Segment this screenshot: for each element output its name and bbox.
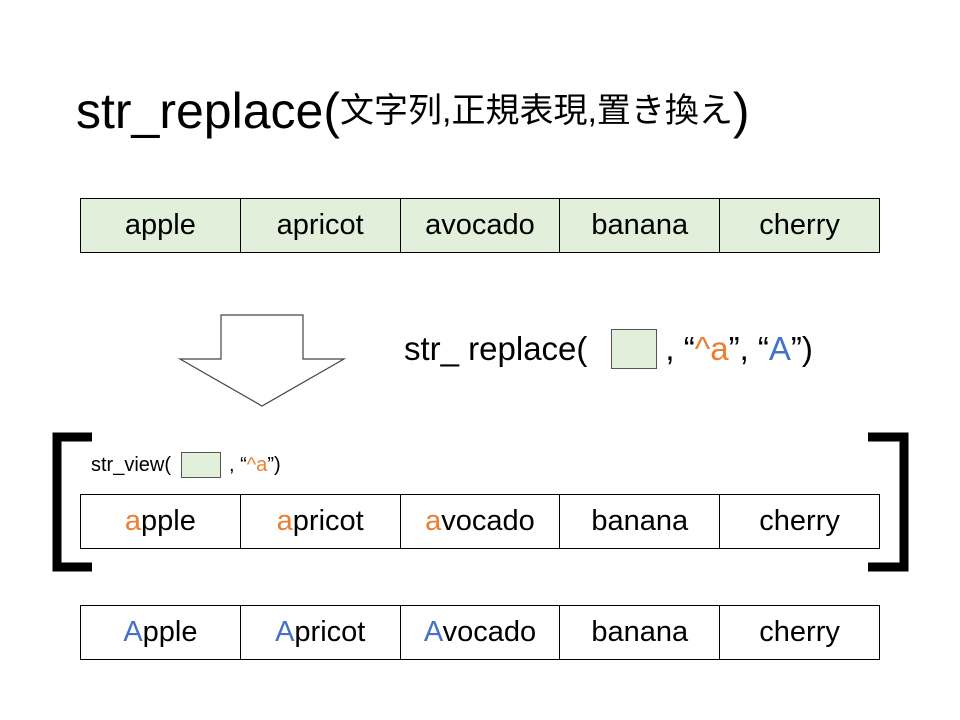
- replace-pattern: ^a: [694, 330, 729, 367]
- string-cell: Apricot: [239, 605, 401, 660]
- replace-close: ”): [790, 330, 813, 367]
- table-row: apple apricot avocado banana cherry: [80, 494, 880, 549]
- string-cell: apricot: [239, 198, 401, 253]
- rest-part: banana: [591, 616, 689, 648]
- string-cell: avocado: [399, 494, 561, 549]
- string-cell: apple: [80, 494, 241, 549]
- string-cell: banana: [559, 494, 721, 549]
- string-cell: apricot: [239, 494, 401, 549]
- table-row: Apple Apricot Avocado banana cherry: [80, 605, 880, 660]
- string-cell: apple: [80, 198, 241, 253]
- left-bracket: [52, 432, 92, 572]
- view-func: str_view(: [91, 453, 172, 476]
- rest-part: vocado: [442, 616, 537, 648]
- replace-func: str_ replace(: [404, 330, 588, 367]
- match-part: a: [124, 505, 142, 537]
- result-strings-table: Apple Apricot Avocado banana cherry: [80, 605, 880, 660]
- string-cell: cherry: [719, 198, 880, 253]
- title-func: str_replace(: [76, 83, 340, 139]
- table-row: apple apricot avocado banana cherry: [80, 198, 880, 253]
- view-sep-1: , “: [229, 453, 247, 476]
- string-cell: banana: [559, 198, 721, 253]
- string-cell: Apple: [80, 605, 241, 660]
- rest-part: vocado: [441, 505, 535, 537]
- rest-part: pricot: [292, 505, 364, 537]
- view-pattern: ^a: [246, 453, 268, 476]
- original-strings-table: apple apricot avocado banana cherry: [80, 198, 880, 253]
- view-expression: str_view( , “ ^a ”): [91, 450, 281, 480]
- replace-sep-2: ”, “: [728, 330, 769, 367]
- string-cell: Avocado: [399, 605, 561, 660]
- rest-part: banana: [591, 505, 689, 537]
- replaced-part: A: [275, 616, 295, 648]
- replaced-part: A: [423, 616, 443, 648]
- title-arg-regex: 正規表現: [451, 91, 588, 131]
- string-placeholder-box: [611, 329, 658, 369]
- title-close-paren: ): [732, 83, 750, 139]
- rest-part: pple: [141, 505, 196, 537]
- string-cell: cherry: [719, 605, 880, 660]
- rest-part: cherry: [759, 616, 840, 648]
- string-cell: cherry: [719, 494, 880, 549]
- replace-sep-1: , “: [665, 330, 695, 367]
- rest-part: cherry: [759, 505, 840, 537]
- string-cell: avocado: [399, 198, 561, 253]
- view-close: ”): [267, 453, 281, 476]
- match-part: a: [425, 505, 442, 537]
- replace-replacement: A: [768, 330, 791, 367]
- down-arrow-icon: [177, 314, 347, 407]
- match-part: a: [276, 505, 293, 537]
- title-arg-replacement: 置き換え: [596, 91, 733, 131]
- matched-strings-table: apple apricot avocado banana cherry: [80, 494, 880, 549]
- title-arg-string: 文字列: [340, 91, 442, 131]
- title-sep-2: ,: [587, 92, 597, 130]
- replaced-part: A: [123, 616, 143, 648]
- string-cell: banana: [559, 605, 721, 660]
- string-placeholder-box: [181, 452, 222, 478]
- slide-title: str_replace( 文字列 , 正規表現 , 置き換え ): [76, 76, 750, 146]
- replace-expression: str_ replace( , “ ^a ”, “ A ”): [404, 326, 813, 372]
- rest-part: pple: [142, 616, 198, 648]
- title-sep-1: ,: [442, 92, 452, 130]
- right-bracket: [868, 432, 909, 572]
- rest-part: pricot: [294, 616, 366, 648]
